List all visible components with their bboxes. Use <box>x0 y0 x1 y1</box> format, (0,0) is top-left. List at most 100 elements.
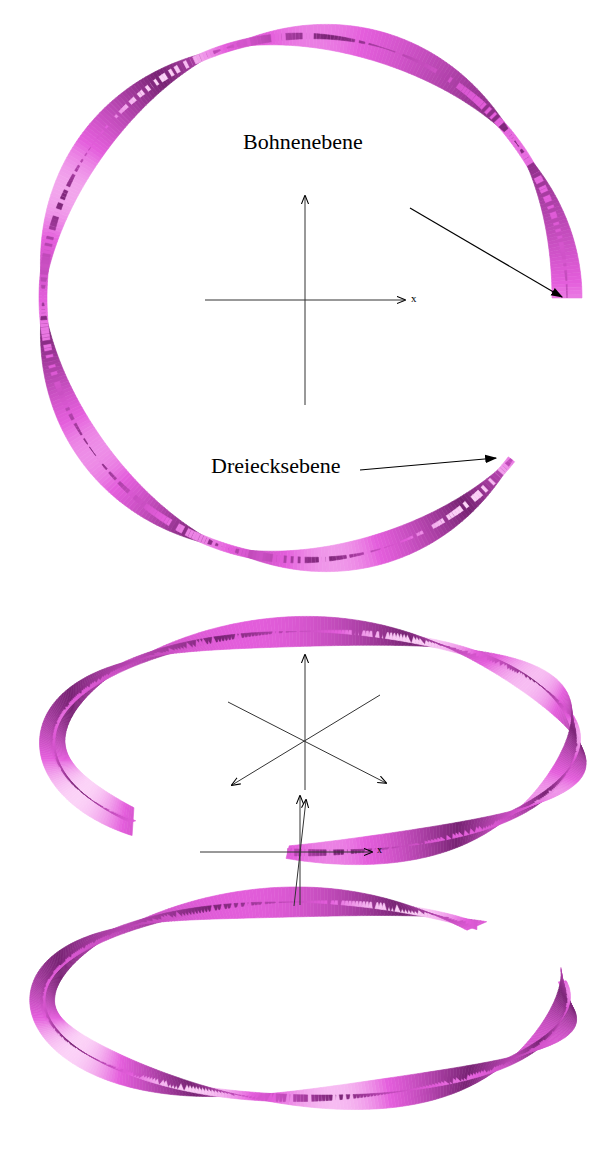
ribbon-facet <box>476 490 483 497</box>
ribbon-facet <box>370 550 374 552</box>
ribbon-facet <box>387 546 390 547</box>
ribbon-facet <box>296 901 300 903</box>
ribbon-facet <box>301 549 305 570</box>
ribbon-facet <box>310 25 314 48</box>
ribbon-facet <box>310 616 314 646</box>
ribbon-facet <box>324 617 328 646</box>
ribbon-facet <box>47 206 69 217</box>
ribbon-facet <box>40 316 48 320</box>
ribbon-facet <box>41 245 55 251</box>
ribbon-facet <box>42 356 59 363</box>
ribbon-facet <box>194 533 200 541</box>
ribbon-facet <box>474 921 477 929</box>
ribbon-facet <box>248 550 253 558</box>
ribbon-facet <box>217 50 221 53</box>
ribbon-facet <box>41 285 45 289</box>
ribbon-facet <box>538 189 554 198</box>
ribbon-facet <box>308 549 312 571</box>
ribbon-facet <box>303 887 307 917</box>
ribbon-facet <box>303 25 307 46</box>
ribbon-facet <box>292 33 296 39</box>
ribbon-facet <box>297 557 301 563</box>
ribbon-facet <box>308 843 312 862</box>
ribbon-facet <box>39 295 47 299</box>
ribbon-facet <box>333 25 340 52</box>
ribbon-facet <box>41 270 49 274</box>
ribbon-facet <box>485 108 495 118</box>
ribbon-facet <box>394 40 408 69</box>
ribbon-facet <box>321 617 325 646</box>
ribbon-facet <box>317 617 321 646</box>
ribbon-facet <box>561 252 565 256</box>
ribbon-facet <box>39 302 47 306</box>
ribbon-facet <box>51 218 58 223</box>
ribbon-facet <box>314 616 318 646</box>
ribbon-facet <box>317 34 321 39</box>
ribbon-facet <box>407 522 422 550</box>
ribbon-facet <box>289 33 293 40</box>
ribbon-facet <box>41 278 47 282</box>
ribbon-facet <box>39 288 47 292</box>
ribbon-facet <box>162 67 174 83</box>
ribbon-facet <box>304 557 308 563</box>
ribbon-facet <box>564 270 566 274</box>
ribbon-facet <box>217 542 223 551</box>
ribbon-facet <box>565 277 567 281</box>
ribbon-facet <box>46 375 67 385</box>
ribbon-facet <box>91 450 93 453</box>
ribbon-facet <box>374 550 378 552</box>
ribbon-facet <box>334 36 338 40</box>
ribbon-views <box>30 24 586 1109</box>
ribbon-facet <box>230 45 234 48</box>
ribbon-facet <box>389 529 403 558</box>
ribbon-facet <box>372 44 376 46</box>
ribbon-facet <box>317 630 321 632</box>
ribbon-facet <box>279 551 284 567</box>
ribbon-facet <box>274 30 279 45</box>
ribbon-facet <box>464 493 478 509</box>
ribbon-facet <box>216 46 222 55</box>
ribbon-facet <box>286 551 291 569</box>
ribbon-facet <box>350 554 354 557</box>
ribbon-facet <box>307 901 311 903</box>
ribbon-facet <box>332 556 336 560</box>
ribbon-facet <box>331 889 335 916</box>
ribbon-facet <box>323 850 327 856</box>
ribbon-facet <box>547 229 572 238</box>
ribbon-facet <box>315 557 319 562</box>
ribbon-facet <box>70 148 97 167</box>
ribbon-facet <box>360 538 370 567</box>
ribbon-facet <box>129 99 134 104</box>
ribbon-facet <box>303 901 307 902</box>
ribbon-facet <box>342 618 346 645</box>
ribbon-view <box>39 24 582 571</box>
ribbon-facet <box>122 486 127 491</box>
ribbon-facet <box>531 171 542 179</box>
ribbon-facet <box>328 617 332 646</box>
ribbon-facet <box>307 887 311 917</box>
ribbon-facet <box>369 43 373 45</box>
ribbon-facet <box>304 549 308 571</box>
ribbon-facet <box>51 393 76 406</box>
ribbon-facet <box>69 177 73 182</box>
ribbon-facet <box>167 516 178 531</box>
ribbon-facet <box>174 65 181 73</box>
ribbon-facet <box>40 270 48 274</box>
ribbon-facet <box>313 34 317 39</box>
ribbon-facet <box>281 28 286 45</box>
ribbon-facet <box>296 887 300 917</box>
ribbon-facet <box>310 901 314 903</box>
ribbon-facet <box>512 139 521 147</box>
ribbon-facet <box>384 547 387 548</box>
ribbon-facet <box>41 238 57 245</box>
ribbon-facet <box>39 306 47 310</box>
ribbon-facet <box>289 901 293 902</box>
ribbon-facet <box>321 630 325 632</box>
ribbon-facet <box>312 850 316 856</box>
ribbon-facet <box>316 850 320 856</box>
ribbon-facet <box>81 133 107 154</box>
ribbon-facet <box>159 75 165 82</box>
ribbon-facet <box>529 165 538 172</box>
ribbon-facet <box>50 195 74 207</box>
